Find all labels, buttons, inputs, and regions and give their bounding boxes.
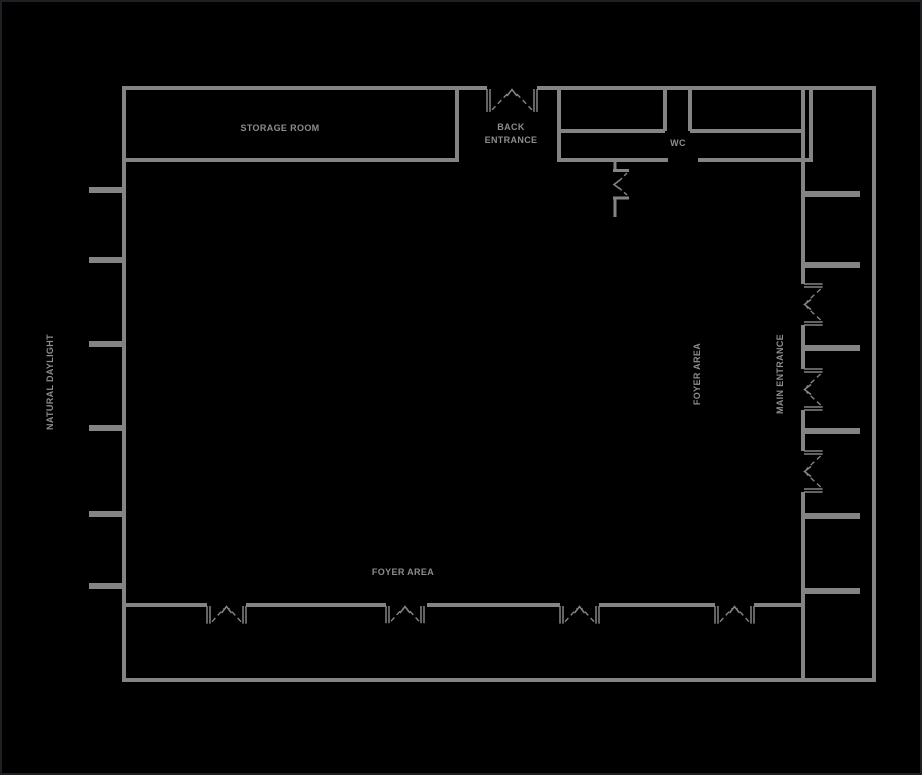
door-leaf-swing bbox=[581, 608, 595, 623]
door-swing-arrow bbox=[506, 88, 518, 97]
door-symbols-layer bbox=[206, 88, 823, 624]
left-window-tick bbox=[89, 187, 122, 193]
natural-daylight-label: NATURAL DAYLIGHT bbox=[45, 334, 55, 430]
back-entrance-label-line2: ENTRANCE bbox=[484, 135, 538, 145]
door-leaf-swing bbox=[491, 91, 511, 111]
main-entrance-door-3 bbox=[803, 450, 823, 493]
door-swing-arrow bbox=[803, 383, 812, 396]
door-leaf-swing bbox=[806, 391, 822, 406]
door-swing-arrow bbox=[803, 298, 812, 311]
main-entrance-label: MAIN ENTRANCE bbox=[775, 333, 785, 415]
door-swing-arrow bbox=[803, 465, 812, 478]
wc-door-leaf-swing bbox=[616, 172, 628, 184]
right-window-stub bbox=[805, 262, 860, 268]
right-window-stub bbox=[805, 588, 860, 594]
door-leaf-swing bbox=[719, 608, 733, 623]
walls-layer bbox=[122, 86, 876, 682]
left-window-tick bbox=[89, 583, 122, 589]
right-window-stub bbox=[805, 513, 860, 519]
back-entrance-label-line1: BACK bbox=[497, 122, 525, 132]
door-leaf-swing bbox=[806, 373, 822, 388]
door-leaf-swing bbox=[228, 608, 242, 623]
storage-room-label: STORAGE ROOM bbox=[240, 123, 320, 133]
main-entrance-door-1 bbox=[803, 283, 823, 326]
door-swing-arrow bbox=[220, 605, 233, 614]
window-ticks-layer bbox=[89, 187, 860, 594]
door-swing-arrow bbox=[573, 605, 586, 614]
door-leaf-swing bbox=[406, 608, 420, 622]
foyer-area-right-label: FOYER AREA bbox=[692, 342, 702, 406]
left-window-tick bbox=[89, 257, 122, 263]
door-leaf-swing bbox=[390, 608, 404, 622]
back-entrance-door bbox=[486, 88, 538, 112]
door-leaf-swing bbox=[564, 608, 578, 623]
wc-swing-door bbox=[612, 160, 629, 217]
door-leaf-swing bbox=[806, 455, 822, 470]
foyer-door-4 bbox=[714, 605, 755, 624]
door-leaf-swing bbox=[806, 473, 822, 488]
right-window-stub bbox=[805, 191, 860, 197]
wc-door-leaf-swing bbox=[616, 185, 628, 196]
foyer-door-3 bbox=[559, 605, 600, 624]
door-leaf-swing bbox=[513, 91, 533, 111]
wc-door-swing-arrow bbox=[612, 179, 621, 190]
foyer-door-1 bbox=[206, 605, 247, 624]
left-window-tick bbox=[89, 341, 122, 347]
door-leaf-swing bbox=[806, 306, 822, 321]
right-window-stub bbox=[805, 345, 860, 351]
foyer-area-bottom-label: FOYER AREA bbox=[371, 567, 435, 577]
back-entrance-label: BACK ENTRANCE bbox=[471, 121, 551, 147]
left-window-tick bbox=[89, 425, 122, 431]
foyer-door-2 bbox=[385, 605, 425, 624]
door-swing-arrow bbox=[399, 605, 411, 614]
door-leaf-swing bbox=[211, 608, 225, 623]
door-swing-arrow bbox=[728, 605, 741, 614]
right-window-stub bbox=[805, 428, 860, 434]
main-entrance-door-2 bbox=[803, 368, 823, 411]
left-window-tick bbox=[89, 511, 122, 517]
door-leaf-swing bbox=[806, 288, 822, 303]
wc-label: WC bbox=[670, 138, 686, 148]
door-leaf-swing bbox=[736, 608, 750, 623]
